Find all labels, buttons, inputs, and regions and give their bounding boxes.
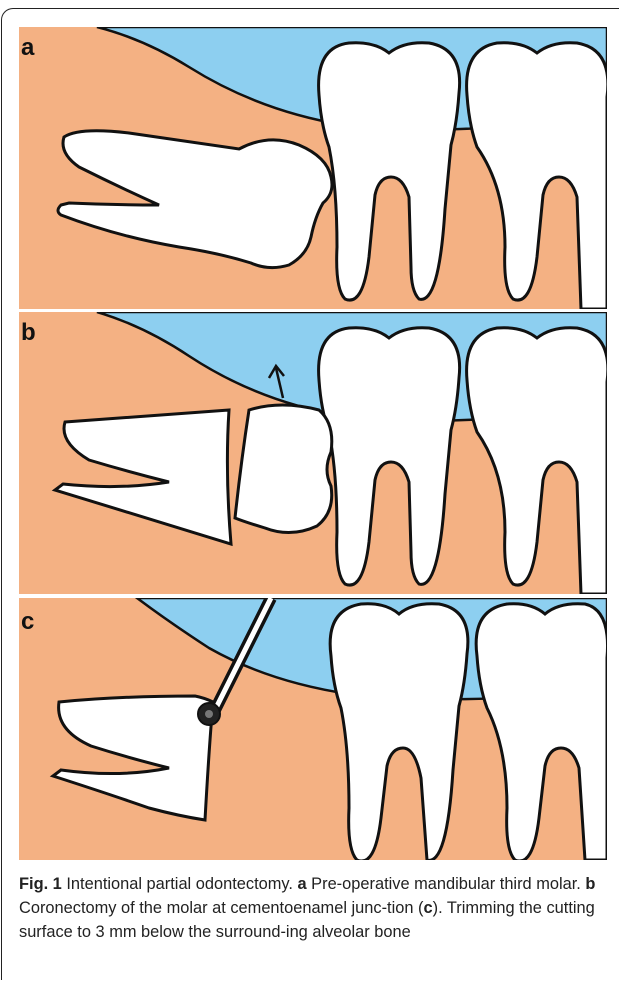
caption-a-label: a (298, 875, 307, 893)
caption-b-text: Coronectomy of the molar at cementoename… (19, 899, 424, 917)
sectioned-crown (235, 405, 332, 533)
panel-b (19, 312, 607, 594)
panel-label-a: a (21, 34, 34, 62)
caption-c-label: c (424, 899, 433, 917)
panel-label-b: b (21, 319, 36, 347)
panel-a-illustration (19, 27, 607, 309)
caption-title: Intentional partial odontectomy. (62, 875, 298, 893)
caption-a-text: Pre-operative mandibular third molar. (307, 875, 586, 893)
caption-prefix: Fig. 1 (19, 875, 62, 893)
panel-label-c: c (21, 608, 34, 636)
panel-c (19, 598, 607, 860)
panel-a (19, 27, 607, 309)
panel-c-illustration (19, 598, 607, 860)
panel-b-illustration (19, 312, 607, 594)
caption-b-label: b (585, 875, 595, 893)
figure-caption: Fig. 1 Intentional partial odontectomy. … (19, 872, 609, 944)
